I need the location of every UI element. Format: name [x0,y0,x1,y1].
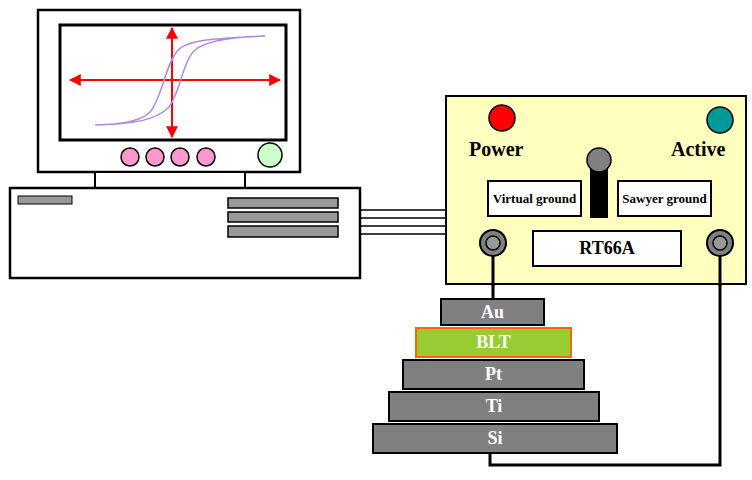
drive-bay [228,198,338,208]
tester-box: Power ActiveVirtual ground Sawyer groundRT… [445,95,747,285]
box-label: RT66A [579,239,634,258]
y-axis [171,28,173,137]
box-label: Ti [486,397,503,416]
switch-lever [590,168,608,218]
model-box: RT66A [532,230,682,267]
monitor-button [146,148,164,166]
x-axis [70,79,280,81]
monitor-screen [60,25,286,140]
box-label: Sawyer ground [622,192,706,206]
test-wire [492,285,495,298]
electrode-layer: Au [440,298,545,326]
hysteresis-loop [95,36,265,125]
disk-slot [18,196,72,204]
monitor-housing [38,10,300,172]
box-label: Virtual ground [493,192,576,206]
terminal [713,236,727,250]
computer-case [10,188,360,278]
terminal [707,230,733,256]
data-bus [360,210,445,234]
electrode-layer: Pt [402,359,585,390]
box-label: Au [481,303,504,322]
switch-knob [587,148,611,172]
film-layer: BLT [415,327,572,358]
terminal [480,230,506,256]
drive-bay [228,212,338,222]
monitor-button [197,148,215,166]
power-button [258,143,282,167]
panel-label: Active [671,139,725,160]
monitor-button [121,148,139,166]
terminal [486,236,500,250]
switch-label-box: Sawyer ground [617,180,712,217]
box-label: Si [487,429,502,448]
tester-fill [445,95,747,285]
panel-label: Power [469,139,523,160]
monitor-stand [95,172,245,188]
active-lamp [707,107,733,133]
substrate-layer: Si [372,423,618,454]
monitor-button [171,148,189,166]
box-label: BLT [476,333,510,352]
adhesion-layer: Ti [388,391,600,422]
switch-label-box: Virtual ground [487,180,582,217]
power-lamp [489,105,515,131]
box-label: Pt [485,365,502,384]
drive-bay [228,226,338,237]
